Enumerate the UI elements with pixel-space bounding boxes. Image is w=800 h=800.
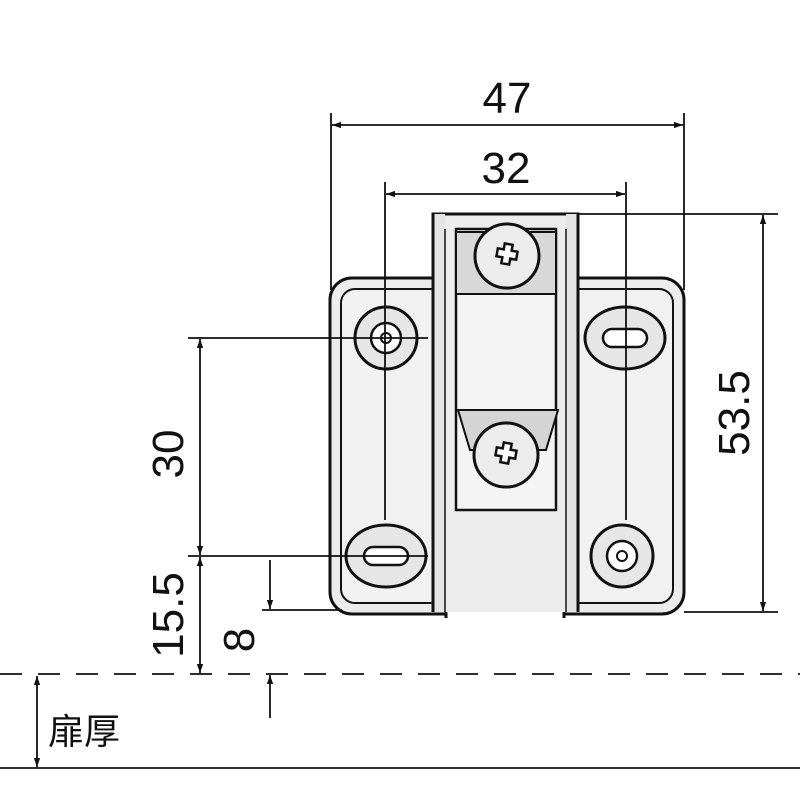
extension-lines <box>188 113 778 613</box>
slot-top-right <box>583 305 667 371</box>
top-screw <box>473 222 541 290</box>
dim-8: 8 <box>215 628 264 652</box>
door-thickness-label: 扉厚 <box>48 712 120 753</box>
dim-53-5: 53.5 <box>710 370 759 456</box>
hole-bottom-right <box>589 523 655 589</box>
dim-15-5: 15.5 <box>144 572 193 658</box>
dim-32: 32 <box>482 144 531 193</box>
dim-47: 47 <box>483 74 532 123</box>
lower-screw <box>472 421 540 489</box>
dim-30: 30 <box>144 430 193 479</box>
dimension-lines <box>33 121 767 767</box>
